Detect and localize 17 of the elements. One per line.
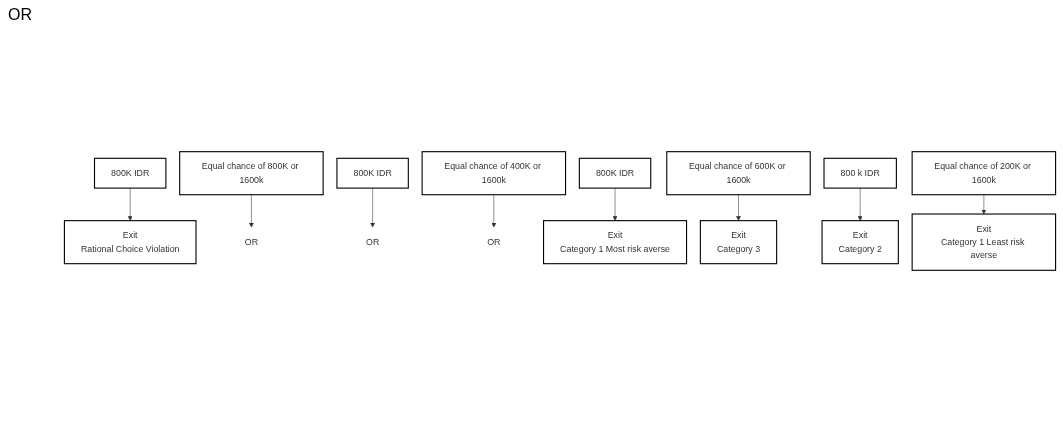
node-box: Equal chance of 200K or 1600k <box>911 151 1057 196</box>
node-box: 800 k IDR <box>823 157 897 189</box>
node-box: Exit Rational Choice Violation <box>63 220 197 265</box>
node-box: 800K IDR <box>336 157 409 189</box>
node-box: Equal chance of 800K or 1600k <box>179 151 324 196</box>
note-text: OR <box>8 6 32 24</box>
node-box: Exit Category 2 <box>821 220 899 265</box>
node-text: OR <box>244 237 259 247</box>
node-box: Exit Category 1 Most risk averse <box>543 220 688 265</box>
node-text: OR <box>487 237 501 247</box>
node-box: Equal chance of 600K or 1600k <box>666 151 811 196</box>
node-box: Equal chance of 400K or 1600k <box>421 151 567 196</box>
node-box: 800K IDR <box>93 157 167 189</box>
node-box: Exit Category 3 <box>699 220 778 265</box>
node-text: OR <box>366 237 380 247</box>
node-box: Exit Category 1 Least risk averse <box>911 213 1057 271</box>
node-box: 800K IDR <box>578 157 652 189</box>
